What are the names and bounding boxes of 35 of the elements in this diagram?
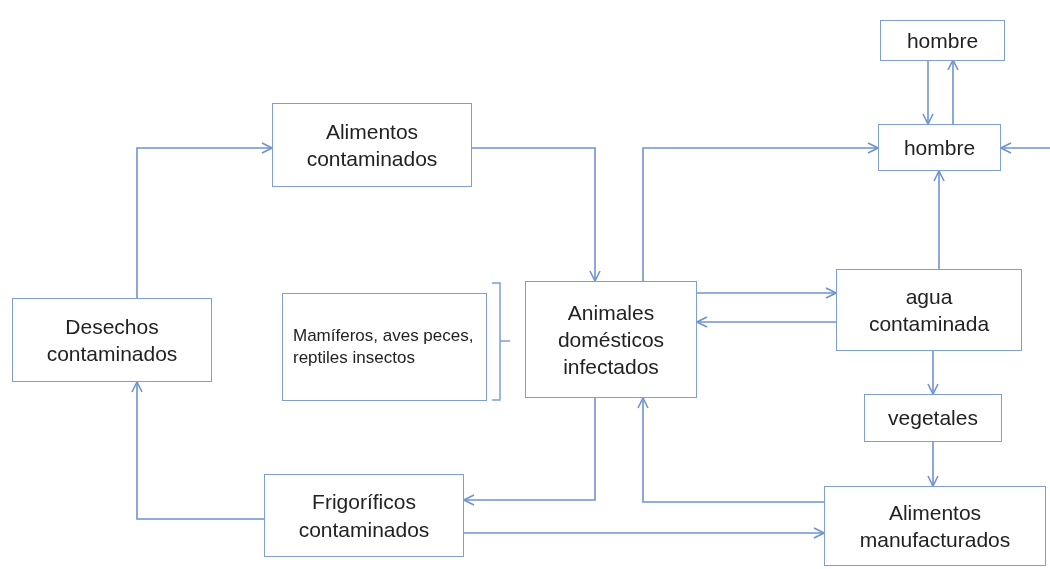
box-label: Frigoríficos contaminados [297,489,431,543]
box-label: Desechos contaminados [45,313,179,367]
arrow [471,147,601,282]
arrow [927,441,939,487]
process-box [836,269,1022,351]
box-label: hombre [903,134,976,161]
process-box [282,293,487,401]
arrow [922,59,934,125]
arrow [642,142,879,282]
arrow [927,350,939,395]
arrow [136,142,273,299]
process-box [12,298,212,382]
box-label: vegetales [888,405,978,432]
box-label: hombre [906,27,979,54]
process-box [264,474,464,557]
box-label: Animales domésticos infectados [556,299,666,381]
arrow [933,170,945,270]
process-box [880,20,1005,61]
box-label: Alimentos contaminados [305,118,439,172]
arrow [696,316,837,328]
box-label: Alimentos manufacturados [858,499,1012,553]
arrow [696,287,837,299]
process-box [824,486,1046,566]
box-label: agua contaminada [867,283,991,337]
box-label: Mamíferos, aves peces, reptiles insectos [293,324,475,369]
arrow [463,527,825,539]
arrow [1000,142,1050,154]
arrow [947,59,959,125]
process-box [878,124,1001,171]
process-box [272,103,472,187]
arrow [463,397,596,506]
process-box [864,394,1002,442]
arrow [131,381,265,520]
arrow [637,397,825,503]
process-box [525,281,697,398]
